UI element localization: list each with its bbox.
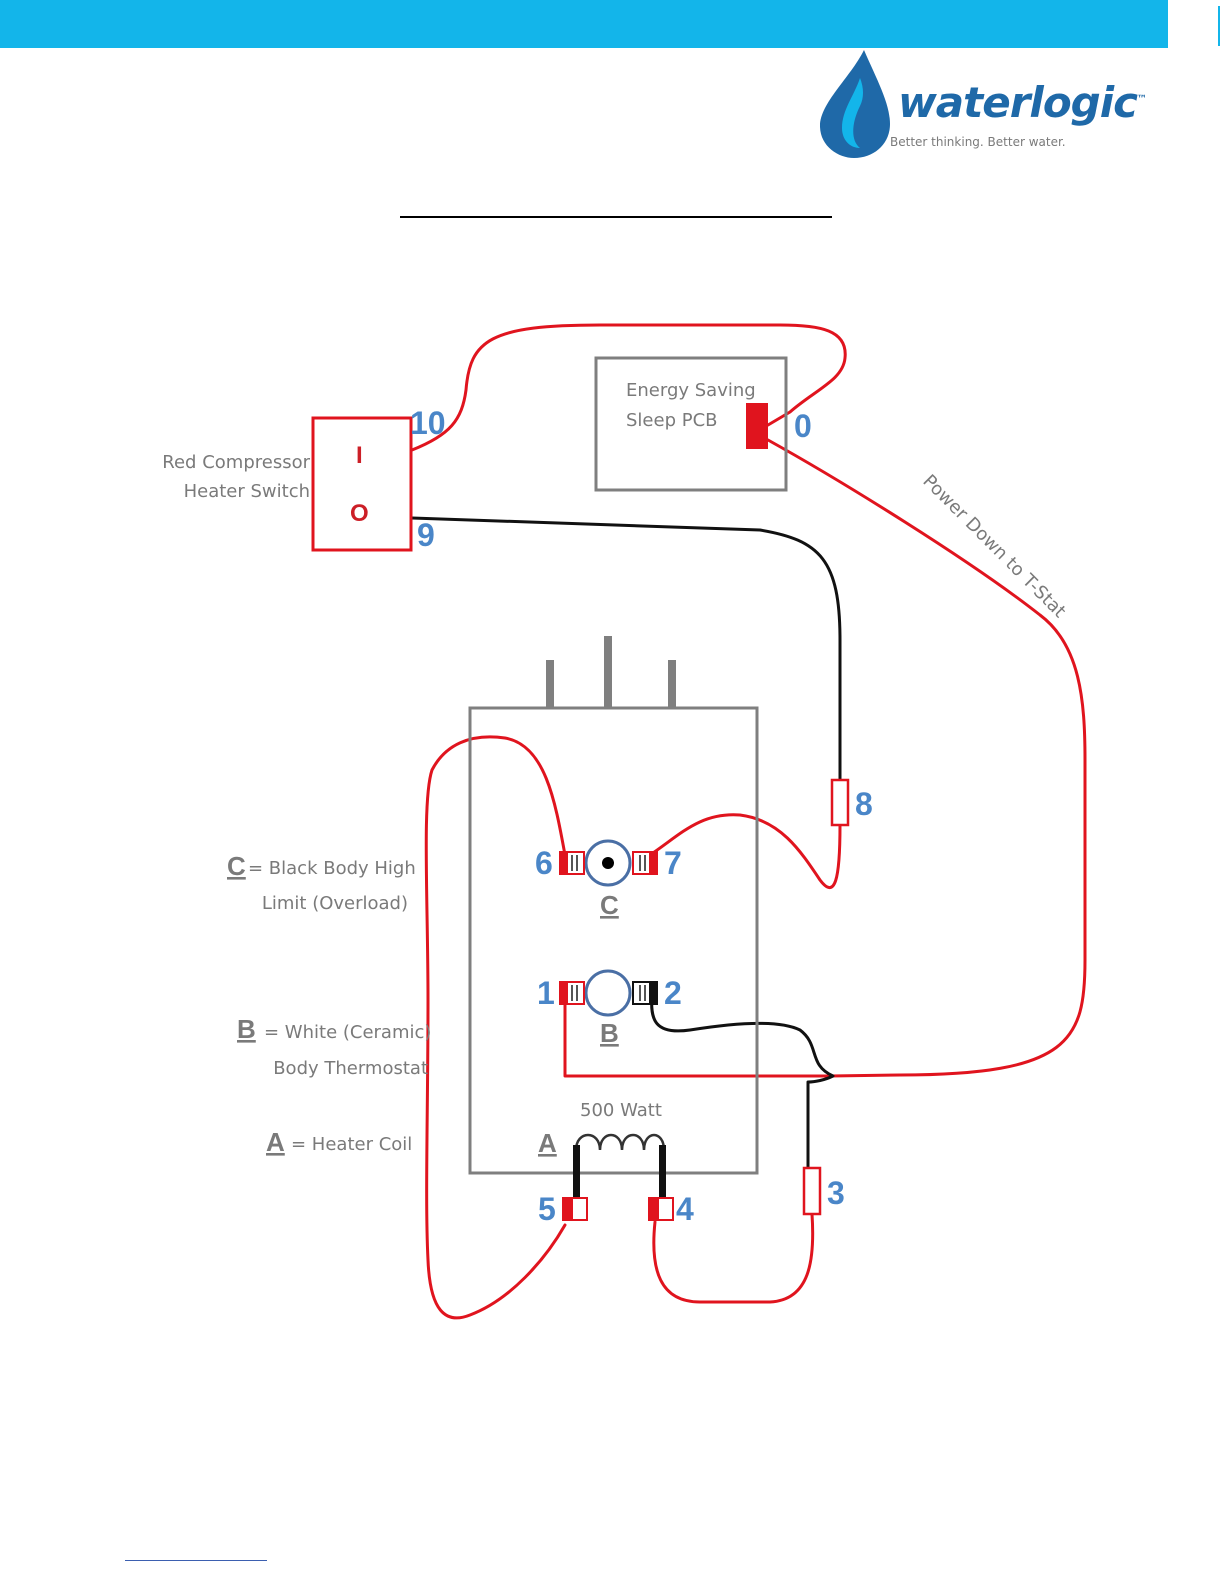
footer-link-underline (125, 1560, 267, 1561)
wire-3-to-4 (654, 1214, 813, 1302)
terminal-6 (560, 852, 584, 874)
terminal-number-3: 3 (827, 1175, 845, 1211)
coil-icon (576, 1135, 664, 1150)
coil-lead-left (573, 1145, 580, 1205)
terminal-5 (563, 1198, 587, 1220)
terminal-4 (649, 1198, 673, 1220)
terminal-number-9: 9 (417, 517, 435, 553)
switch-label-line1: Red Compressor (162, 452, 310, 473)
legend-a-text: = Heater Coil (291, 1134, 412, 1155)
terminal-number-4: 4 (676, 1191, 694, 1227)
terminal-number-1: 1 (537, 975, 555, 1011)
component-a-heater-coil: 500 Watt A (538, 1100, 673, 1220)
wire-9-to-8 (412, 518, 840, 780)
terminal-number-0: 0 (794, 408, 812, 444)
terminal-7 (633, 852, 657, 874)
legend-c-text: = Black Body High (248, 858, 416, 879)
terminal-number-5: 5 (538, 1191, 556, 1227)
terminal-number-10: 10 (410, 405, 446, 441)
tank-pipe-left (546, 660, 554, 708)
component-b-letter: B (600, 1018, 619, 1048)
legend-b-line2: Body Thermostat (273, 1058, 428, 1079)
component-c-overload: C (560, 841, 657, 920)
pcb-label-line2: Sleep PCB (626, 410, 718, 431)
switch-label-line2: Heater Switch (184, 481, 310, 502)
connector-3 (804, 1168, 820, 1214)
terminal-number-7: 7 (664, 845, 682, 881)
wire-2-to-3 (652, 995, 833, 1180)
tank-pipe-center (604, 636, 612, 708)
legend-c-letter: C (227, 851, 246, 881)
tank-pipe-right (668, 660, 676, 708)
compressor-heater-switch (313, 418, 411, 550)
connector-8 (832, 780, 848, 825)
wire-6-to-5 (426, 737, 565, 1318)
terminal-number-6: 6 (535, 845, 553, 881)
legend-b-letter: B (237, 1014, 256, 1044)
heater-power-label: 500 Watt (580, 1100, 662, 1121)
legend-c-line2: Limit (Overload) (262, 893, 408, 914)
wire-0-to-tstat (768, 440, 1085, 1076)
switch-off-symbol: O (350, 500, 369, 527)
wires (412, 325, 1085, 1318)
terminal-2 (633, 982, 657, 1004)
component-a-letter: A (538, 1128, 557, 1158)
component-c-letter: C (600, 890, 619, 920)
pcb-terminal-0 (746, 403, 768, 449)
legend-b-text: = White (Ceramic) (264, 1022, 431, 1043)
terminal-number-8: 8 (855, 786, 873, 822)
terminal-number-2: 2 (664, 975, 682, 1011)
switch-on-symbol: I (356, 442, 363, 469)
terminal-1 (560, 982, 584, 1004)
legend-a-letter: A (266, 1127, 285, 1157)
pcb-label-line1: Energy Saving (626, 380, 756, 401)
coil-lead-right (659, 1145, 666, 1205)
component-b-thermostat: B (560, 971, 657, 1048)
